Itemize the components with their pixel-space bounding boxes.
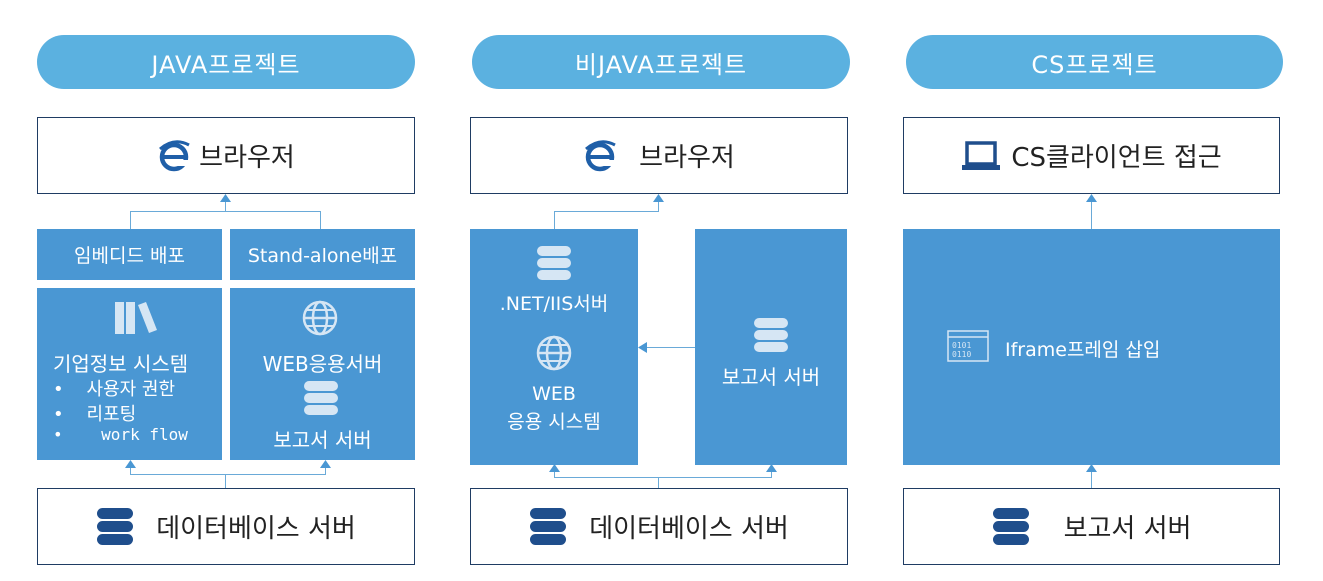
web-app-server-label: WEB응용서버 bbox=[262, 352, 383, 376]
database-icon bbox=[753, 317, 789, 353]
globe-icon bbox=[302, 300, 338, 336]
tab-embedded-deploy: 임베디드 배포 bbox=[37, 229, 222, 280]
database-server-box-nonjava: 데이터베이스 서버 bbox=[470, 488, 848, 565]
report-server-label: 보고서 서버 bbox=[273, 428, 372, 452]
report-server-label: 보고서 서버 bbox=[721, 365, 821, 389]
database-icon bbox=[529, 507, 567, 547]
report-server-panel-nonjava: 보고서 서버 bbox=[695, 229, 847, 465]
books-icon bbox=[115, 300, 157, 334]
web-label: WEB bbox=[532, 383, 576, 405]
cs-client-access-box: CS클라이언트 접근 bbox=[903, 117, 1280, 194]
ie-icon bbox=[583, 139, 617, 173]
laptop-icon bbox=[961, 140, 1001, 172]
enterprise-system-panel: 기업정보 시스템 • 사용자 권한 • 리포팅 • work flow bbox=[37, 288, 222, 460]
header-nonjava-project: 비JAVA프로젝트 bbox=[472, 35, 850, 89]
svg-text:0101: 0101 bbox=[952, 341, 971, 350]
net-iis-server-label: .NET/IIS서버 bbox=[499, 293, 609, 315]
browser-box-java: 브라우저 bbox=[37, 117, 415, 194]
database-server-box-java: 데이터베이스 서버 bbox=[37, 488, 415, 565]
database-icon bbox=[303, 380, 339, 416]
browser-box-nonjava: 브라우저 bbox=[470, 117, 848, 194]
database-icon bbox=[992, 507, 1030, 547]
web-app-system-label: 응용 시스템 bbox=[507, 411, 601, 433]
bullet-user-permission: • 사용자 권한 bbox=[53, 379, 176, 400]
iframe-insert-label: Iframe프레임 삽입 bbox=[1005, 339, 1161, 361]
header-cs-project: CS프로젝트 bbox=[906, 35, 1283, 89]
net-iis-server-panel: .NET/IIS서버 WEB 응용 시스템 bbox=[470, 229, 638, 465]
database-icon bbox=[96, 507, 134, 547]
enterprise-system-title: 기업정보 시스템 bbox=[53, 352, 189, 376]
tab-standalone-deploy: Stand-alone배포 bbox=[230, 229, 415, 280]
ie-icon bbox=[157, 139, 191, 173]
bullet-workflow: • work flow bbox=[53, 425, 188, 444]
database-icon bbox=[536, 245, 572, 281]
web-app-server-panel: WEB응용서버 보고서 서버 bbox=[230, 288, 415, 460]
header-java-project: JAVA프로젝트 bbox=[37, 35, 415, 89]
globe-icon bbox=[536, 335, 572, 371]
svg-text:0110: 0110 bbox=[952, 350, 971, 359]
report-server-box-cs: 보고서 서버 bbox=[903, 488, 1280, 565]
bullet-reporting: • 리포팅 bbox=[53, 404, 137, 425]
